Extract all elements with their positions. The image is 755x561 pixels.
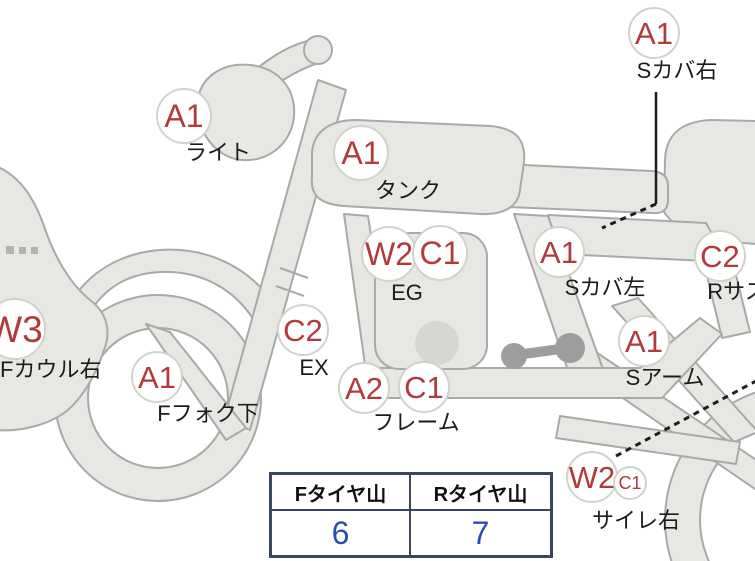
code-text: C1 xyxy=(404,369,444,405)
code-badge-frame-a2: A2 xyxy=(338,362,390,414)
callout-label-scover-left: Sカバ左 xyxy=(564,275,646,300)
callout-label-scover-right: Sカバ右 xyxy=(636,58,718,83)
code-badge-light: A1 xyxy=(156,88,212,144)
callout-label-silencer: サイレ右 xyxy=(591,508,680,533)
code-text: A1 xyxy=(138,359,176,395)
callout-label-tank: タンク xyxy=(374,178,441,203)
rear-tire-value: 7 xyxy=(471,514,490,551)
code-text: W2 xyxy=(568,459,616,495)
front-tire-value: 6 xyxy=(272,511,411,555)
code-text: C2 xyxy=(700,238,740,274)
callout-label-rsus: Rサス xyxy=(707,279,755,304)
code-badge-eg-w2: W2 xyxy=(361,226,417,282)
code-badge-sarm: A1 xyxy=(618,315,670,367)
code-text: A1 xyxy=(540,234,578,270)
code-text: A1 xyxy=(635,15,673,51)
callout-label-frame: フレーム xyxy=(372,410,460,435)
code-text: A1 xyxy=(625,323,663,359)
code-badge-scover-left: A1 xyxy=(533,226,585,278)
code-badge-rsus: C2 xyxy=(694,230,746,282)
tire-tread-table: Fタイヤ山 Rタイヤ山 6 7 xyxy=(269,472,553,558)
handlebar-grip xyxy=(303,35,333,65)
code-badge-ffork-lower: A1 xyxy=(131,351,183,403)
code-badge-scover-right: A1 xyxy=(628,7,680,59)
rear-tire-header: Rタイヤ山 xyxy=(411,475,550,511)
code-badge-ex: C2 xyxy=(277,304,329,356)
code-text: W3 xyxy=(0,308,43,350)
code-text: A2 xyxy=(345,370,383,406)
callout-label-fcowl-right: Fカウル右 xyxy=(0,357,102,382)
front-cowl-shape xyxy=(0,166,109,432)
headlight-shape xyxy=(196,63,296,162)
footpeg-shape xyxy=(501,333,585,369)
code-text: C2 xyxy=(283,312,323,348)
pointer-dash-scover-right xyxy=(601,202,657,230)
code-badge-tank: A1 xyxy=(333,125,389,181)
code-text: A1 xyxy=(341,135,381,171)
pointer-dash-silencer xyxy=(615,379,755,458)
code-text: W2 xyxy=(365,236,413,272)
front-tire-header: Fタイヤ山 xyxy=(272,475,411,511)
code-text: A1 xyxy=(164,98,204,134)
code-badge-frame-c1: C1 xyxy=(398,361,450,413)
callout-label-eg: EG xyxy=(391,280,423,305)
code-text: C1 xyxy=(618,473,642,493)
code-badge-eg-c1: C1 xyxy=(412,225,468,281)
engine-case-circle xyxy=(415,321,459,365)
callout-label-ffork-lower: Fフォク下 xyxy=(157,401,259,426)
code-badge-silencer-w2: W2 xyxy=(566,451,618,503)
callout-label-light: ライト xyxy=(184,140,251,165)
callout-label-sarm: Sアーム xyxy=(625,365,705,390)
callout-label-ex: EX xyxy=(299,355,329,380)
code-text: C1 xyxy=(419,235,461,271)
cowl-dots xyxy=(6,246,38,254)
code-badge-silencer-c1: C1 xyxy=(613,466,647,500)
front-fork-leg xyxy=(145,323,247,441)
